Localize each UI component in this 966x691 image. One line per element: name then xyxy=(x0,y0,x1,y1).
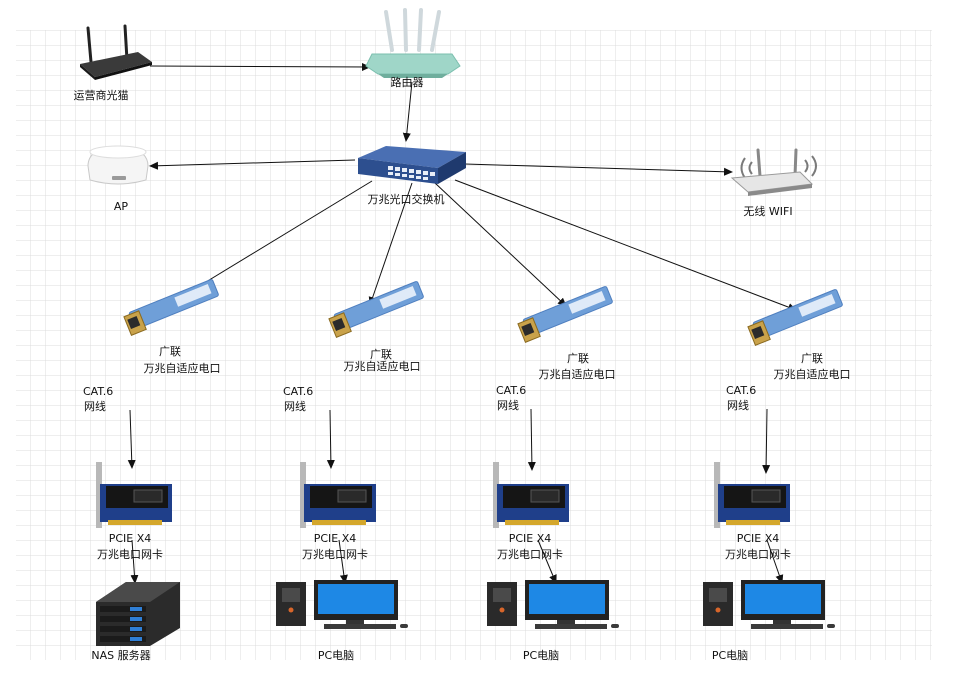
cable-type-label: CAT.6 xyxy=(496,384,526,397)
cable-type-label: CAT.6 xyxy=(83,385,113,398)
connector-switch-wifi xyxy=(464,163,733,176)
sfp-name-label: 万兆自适应电口 xyxy=(774,367,851,381)
router-label: 路由器 xyxy=(391,75,424,89)
connector-switch-sfp-2 xyxy=(368,182,413,306)
grid-background xyxy=(16,30,932,660)
network-card-icon xyxy=(714,462,790,528)
connector-router-switch xyxy=(402,81,413,142)
wifi-label: 无线 WIFI xyxy=(743,204,792,218)
connector-switch-sfp-3 xyxy=(434,182,567,307)
nas-server-icon xyxy=(96,582,180,646)
sfp-brand-label: 广联 xyxy=(567,352,589,365)
switch-icon xyxy=(358,146,466,184)
device-label: PC电脑 xyxy=(523,649,559,662)
nic-bus-label: PCIE X4 xyxy=(509,532,552,545)
ap-label: AP xyxy=(114,200,129,213)
switch-label: 万兆光口交换机 xyxy=(368,192,445,206)
cable-desc-label: 网线 xyxy=(84,399,106,413)
sfp-module-icon xyxy=(517,286,613,343)
connector-cable-1 xyxy=(127,409,136,469)
sfp-name-label: 万兆自适应电口 xyxy=(344,359,421,373)
connector-switch-sfp-4 xyxy=(454,179,797,311)
connector-cable-3 xyxy=(527,408,536,471)
nic-name-label: 万兆电口网卡 xyxy=(97,548,163,561)
cable-desc-label: 网线 xyxy=(497,398,519,412)
device-label: NAS 服务器 xyxy=(91,649,150,662)
cable-desc-label: 网线 xyxy=(727,398,749,412)
cable-type-label: CAT.6 xyxy=(283,385,313,398)
network-card-icon xyxy=(493,462,569,528)
sfp-brand-label: 广联 xyxy=(159,345,181,358)
connector-cable-2 xyxy=(326,409,335,469)
nic-name-label: 万兆电口网卡 xyxy=(302,548,368,561)
connector-switch-ap xyxy=(149,159,356,170)
connector-nic-device-2 xyxy=(338,539,348,584)
nic-name-label: 万兆电口网卡 xyxy=(725,548,791,561)
sfp-name-label: 万兆自适应电口 xyxy=(144,361,221,375)
pc-icon xyxy=(487,580,619,629)
pc-icon xyxy=(703,580,835,629)
pc-icon xyxy=(276,580,408,629)
router-icon xyxy=(365,8,461,78)
ap-icon xyxy=(87,145,149,185)
connector-nic-device-4 xyxy=(766,539,784,584)
sfp-name-label: 万兆自适应电口 xyxy=(539,367,616,381)
modem-icon xyxy=(80,24,152,80)
cable-type-label: CAT.6 xyxy=(726,384,756,397)
device-label: PC电脑 xyxy=(712,649,748,662)
sfp-module-icon xyxy=(123,279,219,336)
network-card-icon xyxy=(96,462,172,528)
cable-desc-label: 网线 xyxy=(284,399,306,413)
device-label: PC电脑 xyxy=(318,649,354,662)
connector-nic-device-3 xyxy=(537,539,557,584)
connector-modem-router xyxy=(149,62,371,71)
nic-name-label: 万兆电口网卡 xyxy=(497,548,563,561)
sfp-module-icon xyxy=(747,289,843,346)
connector-cable-4 xyxy=(762,408,771,474)
nic-bus-label: PCIE X4 xyxy=(109,532,152,545)
modem-label: 运营商光猫 xyxy=(74,88,129,102)
sfp-brand-label: 广联 xyxy=(370,348,392,361)
nic-bus-label: PCIE X4 xyxy=(737,532,780,545)
sfp-brand-label: 广联 xyxy=(801,352,823,365)
nic-bus-label: PCIE X4 xyxy=(314,532,357,545)
connector-nic-device-1 xyxy=(130,539,139,584)
network-card-icon xyxy=(300,462,376,528)
wifi-router-icon xyxy=(730,148,817,196)
sfp-module-icon xyxy=(328,281,424,338)
